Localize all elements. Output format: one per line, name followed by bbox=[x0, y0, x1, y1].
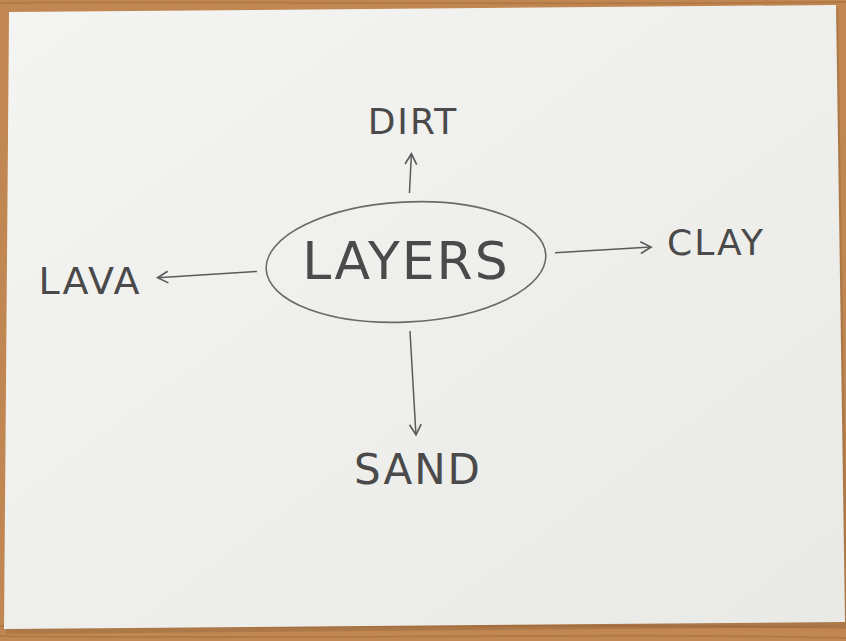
branch-word: LAVA bbox=[30, 257, 149, 307]
node-label: LAVA bbox=[38, 261, 141, 303]
paper-sheet bbox=[4, 5, 845, 629]
branch-arrow bbox=[410, 331, 416, 435]
topic-ellipse: LAYERS bbox=[263, 199, 549, 325]
branch-arrow bbox=[409, 154, 411, 193]
node-label: SAND bbox=[354, 447, 482, 493]
ellipse-stroke bbox=[263, 195, 549, 329]
node-label: DIRT bbox=[368, 102, 459, 142]
branch-word: DIRT bbox=[360, 98, 467, 146]
branch-word: CLAY bbox=[659, 219, 773, 267]
branch-word: SAND bbox=[346, 443, 490, 497]
node-label: CLAY bbox=[667, 223, 765, 263]
branch-arrow bbox=[555, 247, 651, 253]
node-label: LAYERS bbox=[302, 233, 509, 290]
branch-arrow bbox=[158, 271, 257, 277]
